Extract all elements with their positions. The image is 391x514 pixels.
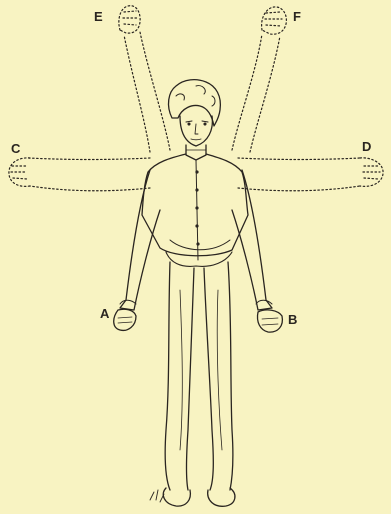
arm-horizontal-right-D bbox=[238, 158, 383, 191]
right-leg bbox=[204, 268, 213, 490]
face bbox=[180, 116, 212, 146]
arm-raised-right-F bbox=[232, 7, 286, 152]
jacket bbox=[142, 154, 248, 256]
right-hand bbox=[257, 310, 282, 332]
left-shoe bbox=[163, 488, 190, 506]
left-arm bbox=[120, 170, 160, 310]
right-arm bbox=[232, 170, 272, 310]
arm-horizontal-left-C bbox=[9, 158, 150, 191]
arm-raised-left-E bbox=[119, 6, 170, 152]
left-hand bbox=[114, 309, 136, 330]
label-a: A bbox=[100, 307, 109, 320]
right-shoe bbox=[208, 488, 235, 506]
label-c: C bbox=[11, 142, 20, 155]
label-b: B bbox=[288, 313, 297, 326]
label-d: D bbox=[362, 140, 371, 153]
collar bbox=[186, 145, 206, 160]
label-e: E bbox=[94, 10, 103, 23]
left-leg bbox=[165, 262, 170, 490]
standing-figure bbox=[114, 80, 283, 507]
label-f: F bbox=[293, 10, 301, 23]
ground-tuft bbox=[150, 490, 164, 502]
